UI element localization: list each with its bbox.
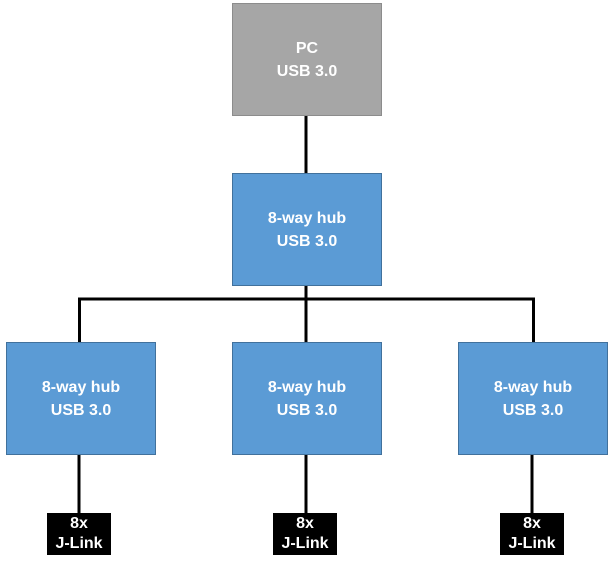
left-hub-subtitle: USB 3.0 xyxy=(50,401,112,419)
right-jlink-count: 8x xyxy=(523,515,541,532)
root-hub-subtitle: USB 3.0 xyxy=(276,232,338,250)
left-jlink-node: 8x J-Link xyxy=(47,513,111,555)
pc-node-subtitle: USB 3.0 xyxy=(276,62,338,80)
pc-node-title: PC xyxy=(295,39,319,57)
right-hub-subtitle: USB 3.0 xyxy=(502,401,564,419)
right-jlink-node: 8x J-Link xyxy=(500,513,564,555)
left-jlink-count: 8x xyxy=(70,515,88,532)
root-hub-node: 8-way hub USB 3.0 xyxy=(232,173,382,286)
right-hub-node: 8-way hub USB 3.0 xyxy=(458,342,608,455)
middle-hub-title: 8-way hub xyxy=(267,378,347,396)
right-hub-title: 8-way hub xyxy=(493,378,573,396)
pc-node: PC USB 3.0 xyxy=(232,3,382,116)
left-hub-node: 8-way hub USB 3.0 xyxy=(6,342,156,455)
middle-hub-subtitle: USB 3.0 xyxy=(276,401,338,419)
left-hub-title: 8-way hub xyxy=(41,378,121,396)
middle-jlink-count: 8x xyxy=(296,515,314,532)
left-jlink-label: J-Link xyxy=(55,535,103,552)
middle-jlink-label: J-Link xyxy=(281,535,329,552)
middle-jlink-node: 8x J-Link xyxy=(273,513,337,555)
root-hub-title: 8-way hub xyxy=(267,209,347,227)
right-jlink-label: J-Link xyxy=(508,535,556,552)
middle-hub-node: 8-way hub USB 3.0 xyxy=(232,342,382,455)
